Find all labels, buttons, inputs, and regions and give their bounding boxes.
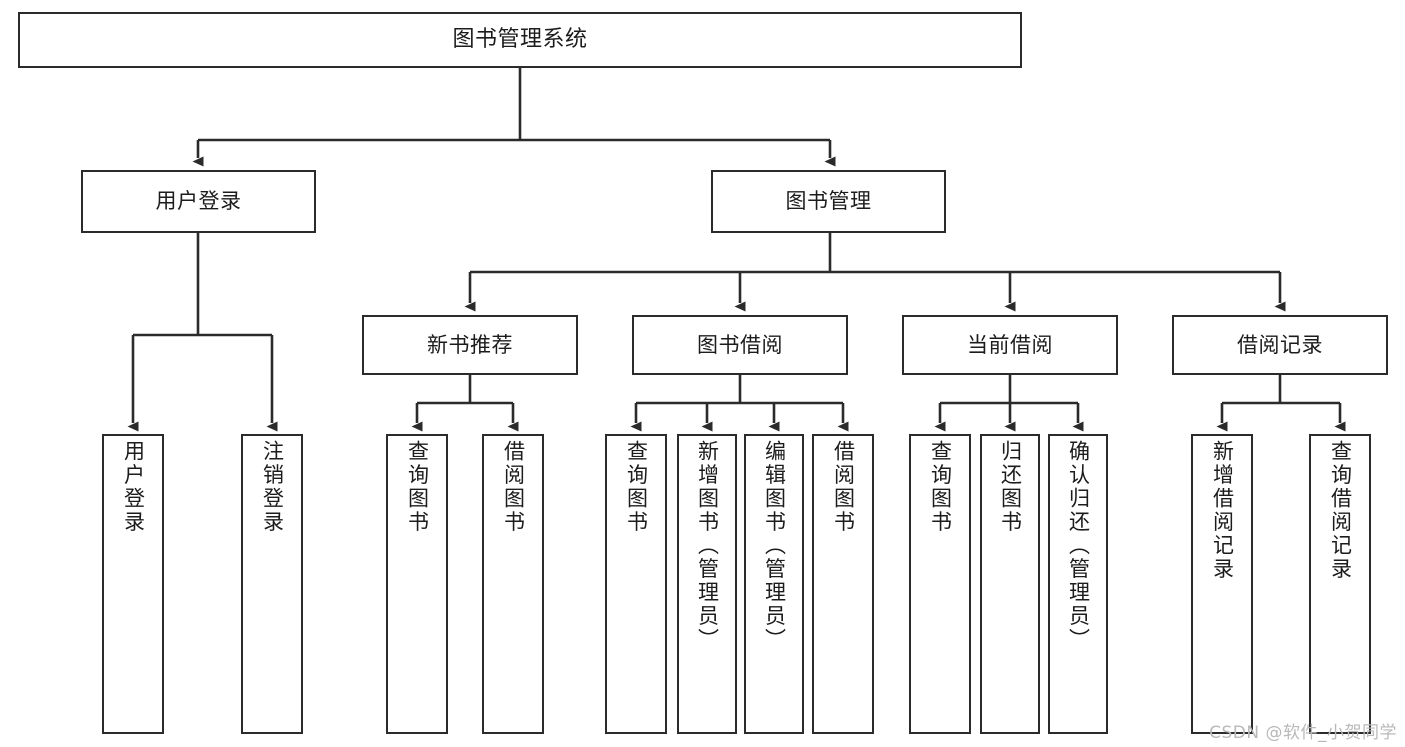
leaf-record-add-record[interactable]: 新增借阅记录 xyxy=(1191,434,1253,734)
leaf-current-confirm-return-admin[interactable]: 确认归还（管理员） xyxy=(1048,434,1108,734)
leaf-record-query-record[interactable]: 查询借阅记录 xyxy=(1309,434,1371,734)
node-label: 确认归还（管理员） xyxy=(1066,440,1091,652)
leaf-borrow-borrow-book[interactable]: 借阅图书 xyxy=(812,434,874,734)
node-label: 用户登录 xyxy=(155,189,242,214)
node-label: 新增图书（管理员） xyxy=(695,440,720,652)
leaf-current-query-book[interactable]: 查询图书 xyxy=(909,434,971,734)
watermark-text: CSDN @软件_小贺同学 xyxy=(1209,723,1397,743)
node-label: 图书管理系统 xyxy=(452,27,588,53)
node-label: 图书借阅 xyxy=(697,332,783,357)
node-book-management[interactable]: 图书管理 xyxy=(711,170,946,233)
node-label: 借阅图书 xyxy=(831,440,856,534)
node-label: 编辑图书（管理员） xyxy=(762,440,787,652)
leaf-recommend-query-book[interactable]: 查询图书 xyxy=(386,434,448,734)
node-label: 查询图书 xyxy=(928,440,953,534)
node-label: 查询图书 xyxy=(624,440,649,534)
node-current-borrow[interactable]: 当前借阅 xyxy=(902,315,1118,375)
leaf-user-login-logout[interactable]: 注销登录 xyxy=(241,434,303,734)
node-label: 新书推荐 xyxy=(427,332,513,357)
node-label: 借阅记录 xyxy=(1237,332,1323,357)
leaf-current-return-book[interactable]: 归还图书 xyxy=(980,434,1040,734)
node-label: 查询图书 xyxy=(405,440,430,534)
node-label: 查询借阅记录 xyxy=(1328,440,1353,581)
node-root-system[interactable]: 图书管理系统 xyxy=(18,12,1022,68)
node-borrow-record[interactable]: 借阅记录 xyxy=(1172,315,1388,375)
node-new-book-recommend[interactable]: 新书推荐 xyxy=(362,315,578,375)
leaf-borrow-query-book[interactable]: 查询图书 xyxy=(605,434,667,734)
leaf-user-login-login[interactable]: 用户登录 xyxy=(102,434,164,734)
node-label: 注销登录 xyxy=(260,440,285,534)
node-label: 借阅图书 xyxy=(501,440,526,534)
node-label: 归还图书 xyxy=(998,440,1023,534)
node-user-login[interactable]: 用户登录 xyxy=(81,170,316,233)
leaf-borrow-edit-book-admin[interactable]: 编辑图书（管理员） xyxy=(744,434,804,734)
node-label: 图书管理 xyxy=(785,189,872,214)
leaf-recommend-borrow-book[interactable]: 借阅图书 xyxy=(482,434,544,734)
node-book-borrow[interactable]: 图书借阅 xyxy=(632,315,848,375)
node-label: 用户登录 xyxy=(121,440,146,534)
node-label: 新增借阅记录 xyxy=(1210,440,1235,581)
leaf-borrow-add-book-admin[interactable]: 新增图书（管理员） xyxy=(677,434,737,734)
node-label: 当前借阅 xyxy=(967,332,1053,357)
